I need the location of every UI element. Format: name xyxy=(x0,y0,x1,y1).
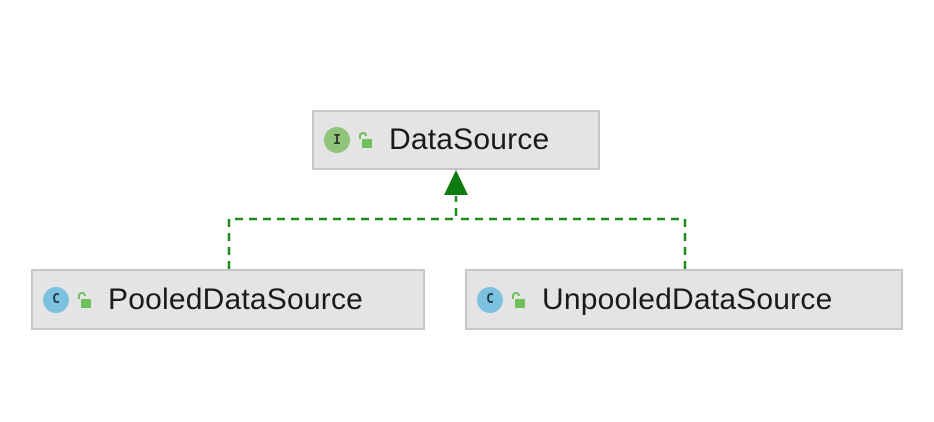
class-icon: C xyxy=(43,286,69,313)
class-icon: C xyxy=(477,286,503,313)
implements-arrowhead xyxy=(444,170,468,195)
node-datasource[interactable]: I DataSource xyxy=(312,110,600,170)
node-unpooled-icons: C xyxy=(477,286,528,313)
node-unpooled-datasource[interactable]: C UnpooledDataSource xyxy=(465,269,903,330)
interface-icon: I xyxy=(324,127,350,153)
node-datasource-icons: I xyxy=(324,127,375,153)
node-datasource-label: DataSource xyxy=(389,123,550,156)
public-lock-icon xyxy=(512,291,525,308)
edge-unpooled-to-datasource xyxy=(456,217,687,269)
node-pooled-icons: C xyxy=(43,286,94,313)
edge-pooled-to-datasource xyxy=(227,196,458,269)
public-lock-icon xyxy=(359,132,372,148)
node-unpooled-datasource-label: UnpooledDataSource xyxy=(542,282,833,316)
node-pooled-datasource[interactable]: C PooledDataSource xyxy=(31,269,425,330)
node-pooled-datasource-label: PooledDataSource xyxy=(108,282,364,316)
public-lock-icon xyxy=(78,291,91,308)
